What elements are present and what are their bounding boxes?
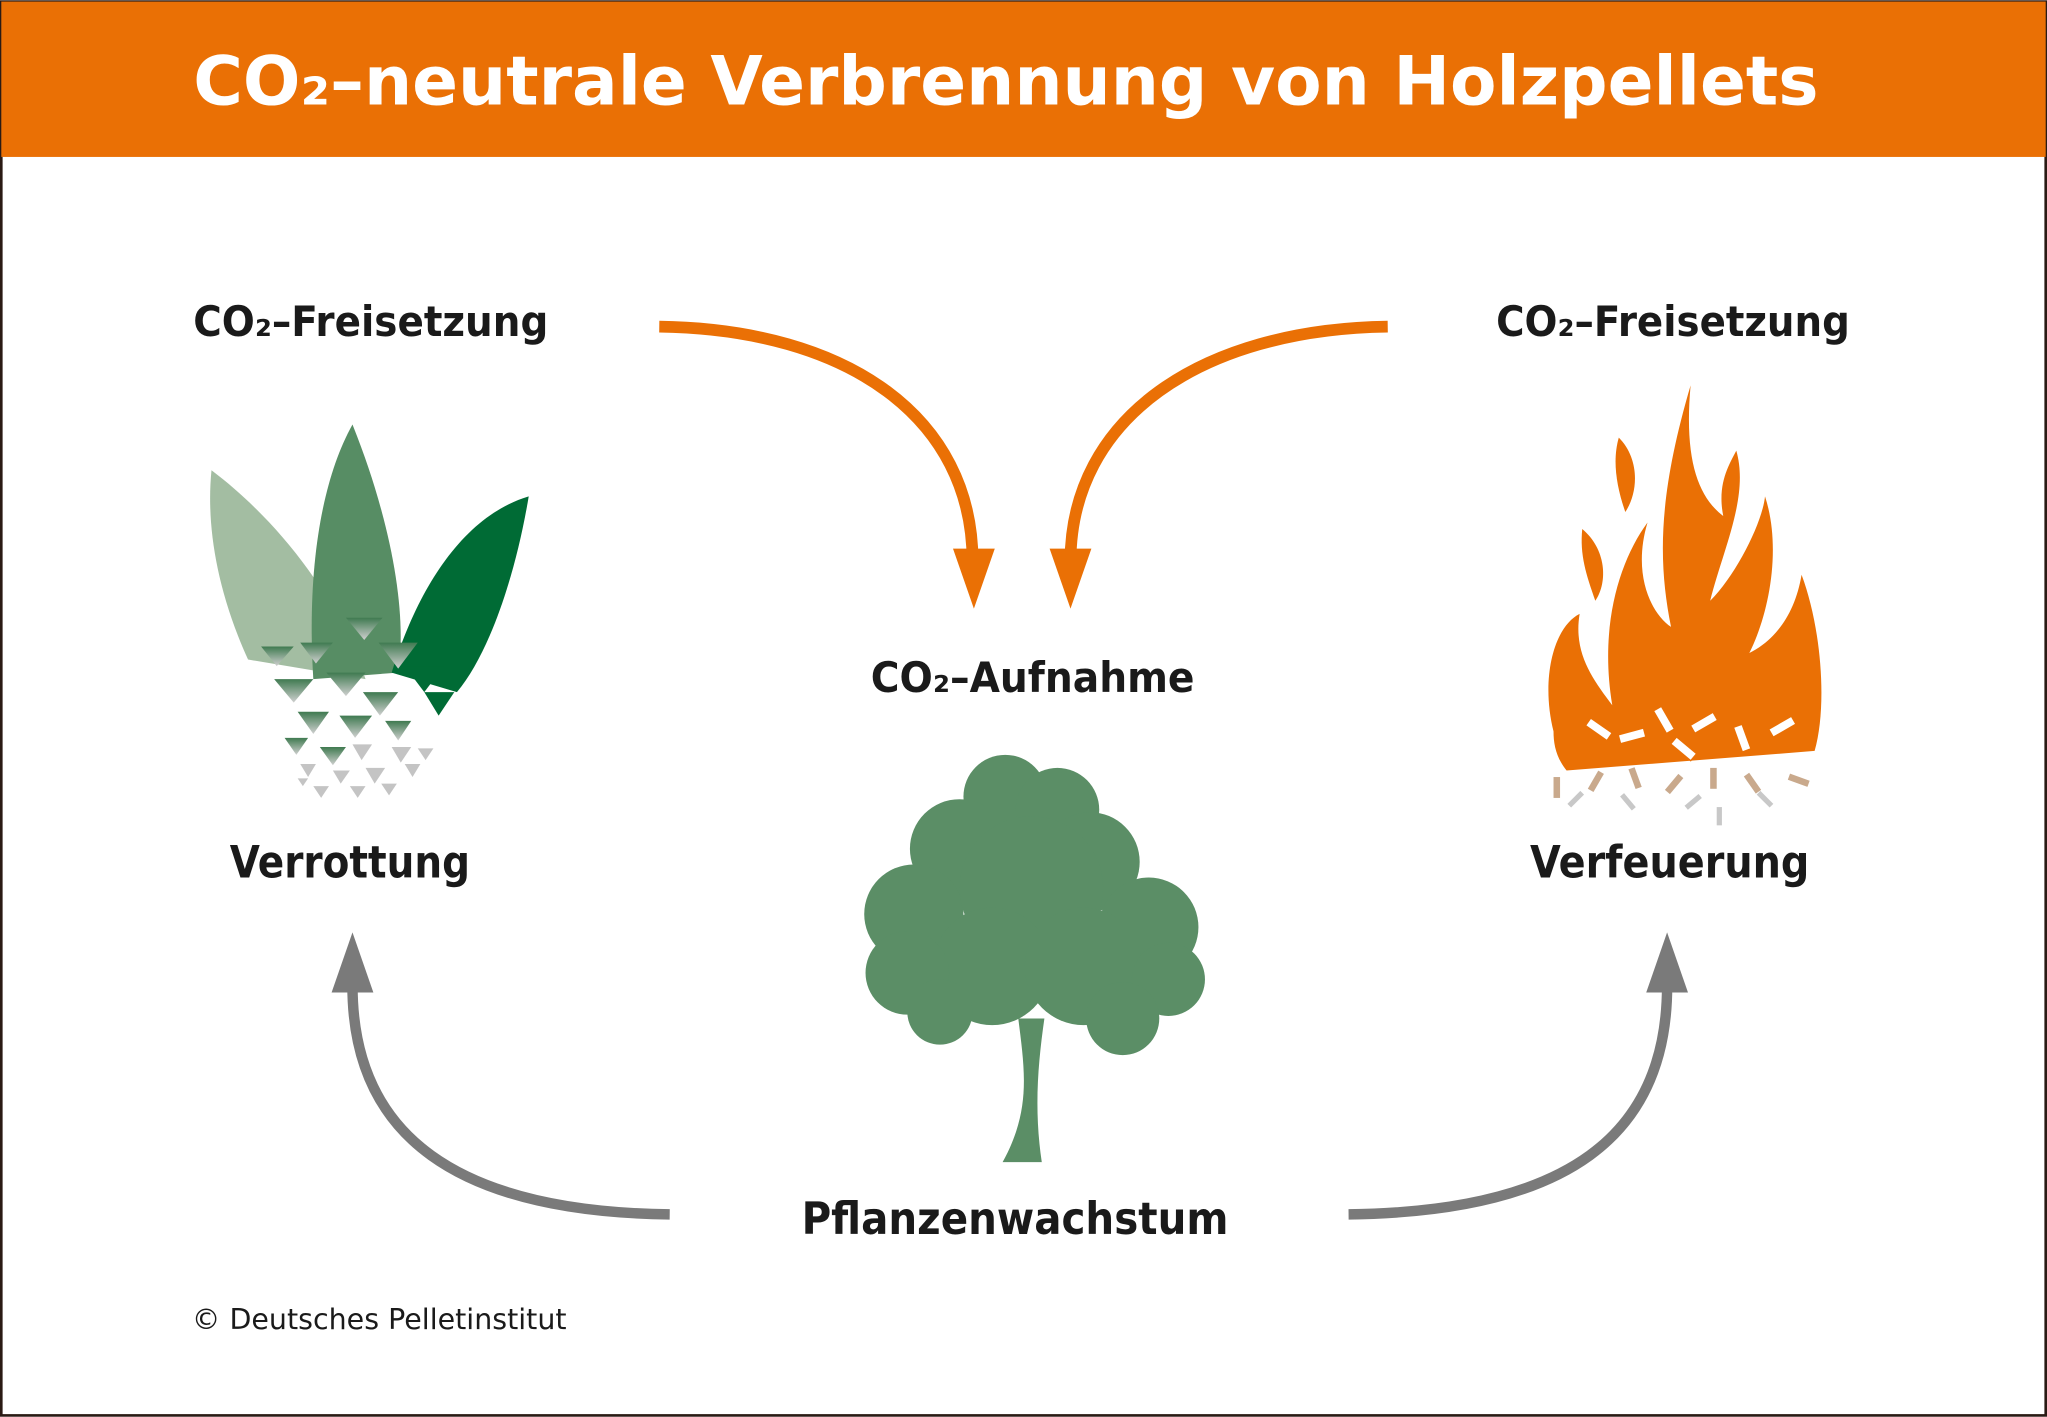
arrow-growth-to-decay (331, 932, 670, 1220)
arrow-release-right-to-uptake (1049, 320, 1388, 609)
page-title: CO₂–neutrale Verbrennung von Holzpellets (193, 43, 1818, 122)
arrow-growth-to-combustion (1348, 932, 1688, 1220)
label-co2-uptake: CO₂–Aufnahme (871, 653, 1195, 702)
title-bar (1, 1, 2046, 157)
tree-icon (864, 754, 1205, 1163)
label-co2-release-right: CO₂–Freisetzung (1496, 297, 1850, 346)
flame-icon (1548, 385, 1822, 826)
label-decay: Verrottung (230, 838, 470, 889)
label-combustion: Verfeuerung (1530, 838, 1809, 889)
arrow-release-left-to-uptake (659, 320, 995, 609)
pellets (1584, 705, 1797, 762)
label-plant-growth: Pflanzenwachstum (802, 1194, 1229, 1245)
copyright: © Deutsches Pelletinstitut (192, 1302, 567, 1336)
decaying-leaves-icon (210, 424, 529, 798)
label-co2-release-left: CO₂–Freisetzung (193, 297, 548, 346)
